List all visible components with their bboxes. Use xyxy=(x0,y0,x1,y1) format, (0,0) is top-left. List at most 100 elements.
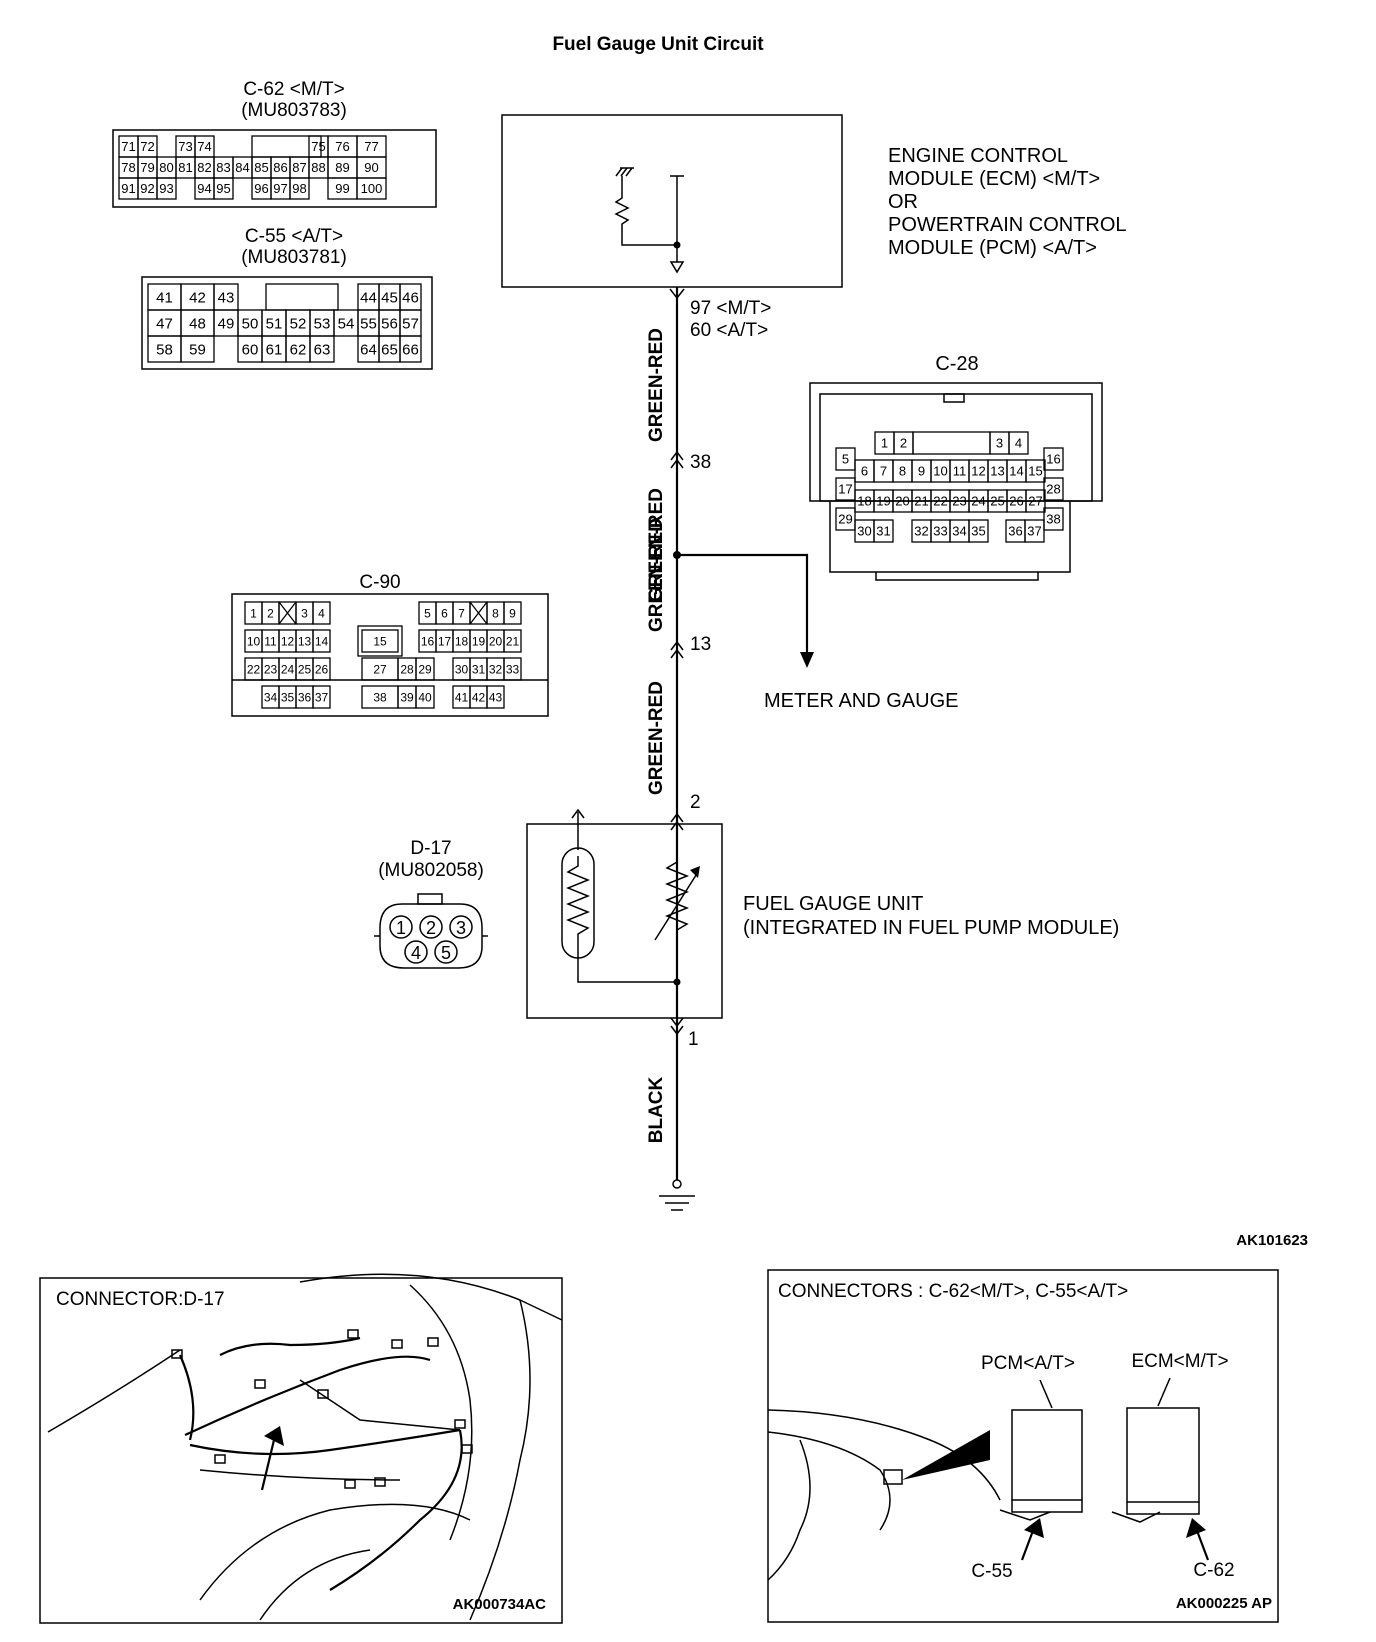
c90-pin-12: 12 xyxy=(281,634,295,648)
dashboard-illustration xyxy=(767,1377,1210,1581)
c28-pin-32: 32 xyxy=(914,524,928,539)
c90-pin-37: 37 xyxy=(315,690,329,704)
c28-pin-cell xyxy=(835,507,856,531)
c28-pin-36: 36 xyxy=(1008,524,1022,539)
ecm-label-3: OR xyxy=(888,191,918,213)
c90-pin-33: 33 xyxy=(506,662,520,676)
c55-pin-52: 52 xyxy=(290,315,307,332)
c90-pin-31: 31 xyxy=(472,662,486,676)
c90-pin-cell xyxy=(503,629,522,653)
pin-2: 2 xyxy=(690,792,701,813)
c62-pin-93: 93 xyxy=(159,181,173,196)
c28-pin-cell xyxy=(1043,507,1064,531)
d17-name: D-17 xyxy=(410,838,451,859)
c90-pin-21: 21 xyxy=(506,634,520,648)
c90-pin-cell xyxy=(312,685,331,709)
c90-pin-10: 10 xyxy=(247,634,261,648)
c28-pin-14: 14 xyxy=(1009,464,1023,479)
c28-pin-cell xyxy=(1008,431,1029,455)
c62-pin-86: 86 xyxy=(273,160,287,175)
c28-pin-27: 27 xyxy=(1028,494,1042,509)
c90-pin-17: 17 xyxy=(438,634,452,648)
c28-pin-8: 8 xyxy=(899,464,906,479)
c55-pin-62: 62 xyxy=(290,341,307,358)
d17-pin-5: 5 xyxy=(441,943,451,963)
c62-pin-78: 78 xyxy=(121,160,135,175)
connector-d17: 1 2 3 4 5 xyxy=(374,893,488,969)
c62-pin-80: 80 xyxy=(159,160,173,175)
pin-1: 1 xyxy=(688,1029,699,1050)
c28-pin-cell xyxy=(1024,519,1045,543)
d17-pin-4: 4 xyxy=(411,943,421,963)
c28-pin-24: 24 xyxy=(971,494,985,509)
ecm-label-1: ENGINE CONTROL xyxy=(888,145,1068,167)
c62-pin-84: 84 xyxy=(235,160,249,175)
c28-pin-33: 33 xyxy=(933,524,947,539)
panel-right-c62: C-62 xyxy=(1193,1560,1234,1581)
c62-pin-92: 92 xyxy=(140,181,154,196)
c62-pin-94: 94 xyxy=(197,181,211,196)
c90-pin-23: 23 xyxy=(264,662,278,676)
c62-pin-cell xyxy=(289,177,310,200)
panel-right-code: AK000225 AP xyxy=(1176,1595,1272,1612)
c55-name: C-55 <A/T> xyxy=(245,226,343,247)
c90-pin-7: 7 xyxy=(458,606,465,620)
c55-pin-61: 61 xyxy=(266,341,283,358)
c28-pin-26: 26 xyxy=(1009,494,1023,509)
panel-left-title: CONNECTOR:D-17 xyxy=(56,1289,225,1310)
c90-pin-27: 27 xyxy=(373,662,387,676)
c62-pin-cell xyxy=(356,177,387,200)
c55-pin-49: 49 xyxy=(218,315,235,332)
c90-pin-24: 24 xyxy=(281,662,295,676)
diagram-code: AK101623 xyxy=(1236,1232,1308,1249)
c62-pin-97: 97 xyxy=(273,181,287,196)
c55-pin-47: 47 xyxy=(156,315,173,332)
c90-pin-13: 13 xyxy=(298,634,312,648)
c28-pin-11: 11 xyxy=(953,464,967,479)
c28-pin-cell xyxy=(1043,447,1064,471)
c90-pin-cell xyxy=(312,601,331,625)
c90-name: C-90 xyxy=(359,572,400,593)
c28-pin-cell xyxy=(835,477,856,501)
c90-pin-40: 40 xyxy=(418,690,432,704)
c28-pin-cell xyxy=(1025,459,1046,483)
c28-pin-16: 16 xyxy=(1046,452,1060,467)
c90-pin-25: 25 xyxy=(298,662,312,676)
c55-pin-46: 46 xyxy=(402,289,419,306)
fuel-gauge-label-1: FUEL GAUGE UNIT xyxy=(743,893,923,915)
c62-pin-74: 74 xyxy=(197,139,211,154)
c28-pin-28: 28 xyxy=(1046,482,1060,497)
c55-pin-42: 42 xyxy=(189,289,206,306)
d17-pin-2: 2 xyxy=(426,918,436,938)
c55-pin-64: 64 xyxy=(360,341,377,358)
c55-pin-43: 43 xyxy=(218,289,235,306)
c90-pin-43: 43 xyxy=(489,690,503,704)
c28-pin-38: 38 xyxy=(1046,512,1060,527)
c55-pin-63: 63 xyxy=(314,341,331,358)
c62-pin-72: 72 xyxy=(140,139,154,154)
ecm-label-2: MODULE (ECM) <M/T> xyxy=(888,168,1100,190)
connector-marker-13 xyxy=(670,640,684,659)
connector-marker-1 xyxy=(670,1017,684,1036)
c62-pin-76: 76 xyxy=(335,139,349,154)
panel-left-code: AK000734AC xyxy=(453,1596,547,1613)
ecm-pin-mt: 97 <M/T> xyxy=(690,298,771,319)
panel-right-ecm: ECM<M/T> xyxy=(1131,1351,1228,1372)
c55-pin-48: 48 xyxy=(189,315,206,332)
c62-pin-89: 89 xyxy=(335,160,349,175)
c62-pin-81: 81 xyxy=(178,160,192,175)
c28-pin-10: 10 xyxy=(933,464,947,479)
c62-pin-79: 79 xyxy=(140,160,154,175)
wire-color-5: BLACK xyxy=(646,1076,667,1143)
ecm-internal-circuit xyxy=(614,167,685,274)
c90-pin-32: 32 xyxy=(489,662,503,676)
c90-pin-22: 22 xyxy=(247,662,261,676)
c90-pin-36: 36 xyxy=(298,690,312,704)
c28-pin-6: 6 xyxy=(861,464,868,479)
d17-pin-1: 1 xyxy=(396,918,406,938)
c28-pin-13: 13 xyxy=(990,464,1004,479)
vehicle-harness-illustration xyxy=(47,1273,563,1621)
c28-pin-cell xyxy=(873,519,894,543)
